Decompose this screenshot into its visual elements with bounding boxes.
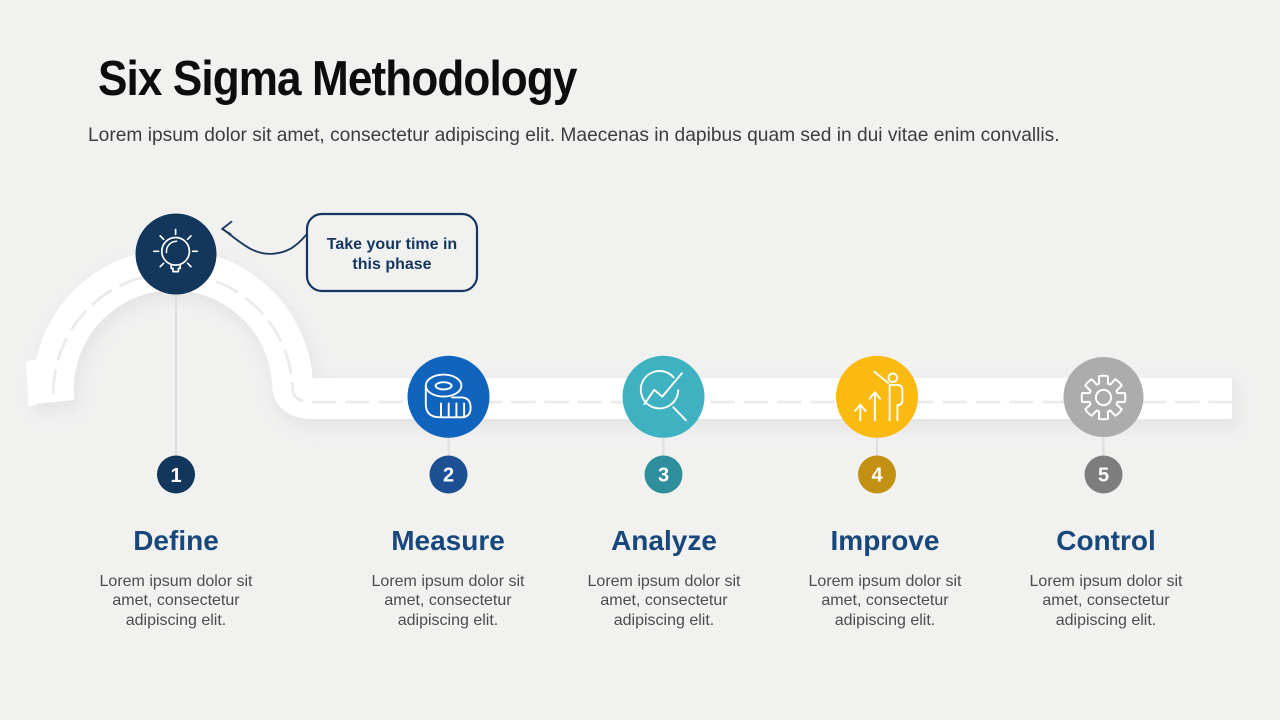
svg-text:2: 2: [443, 465, 454, 487]
svg-text:4: 4: [871, 465, 883, 487]
svg-text:1: 1: [170, 465, 181, 487]
svg-text:5: 5: [1098, 465, 1109, 487]
svg-text:3: 3: [658, 465, 669, 487]
